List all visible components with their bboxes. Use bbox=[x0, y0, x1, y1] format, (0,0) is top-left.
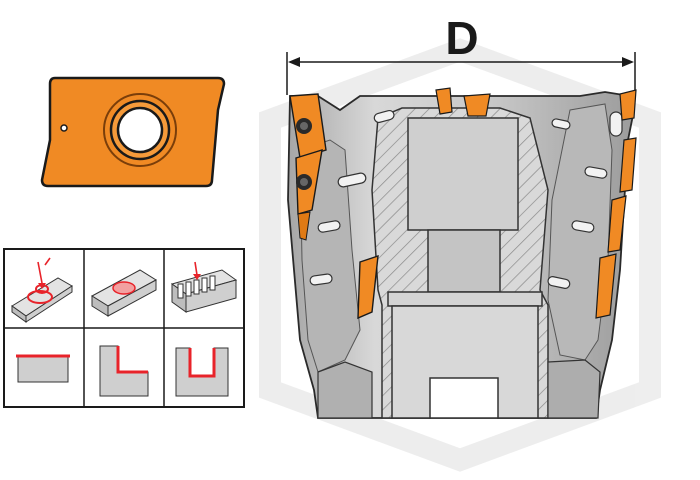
cutter-insert bbox=[595, 89, 637, 319]
insert-index-mark bbox=[60, 124, 68, 132]
shoulder-milling-icon bbox=[99, 345, 149, 397]
insert-illustration bbox=[40, 76, 226, 188]
ramping-drill-icon bbox=[11, 257, 73, 323]
diameter-dimension: D bbox=[286, 12, 636, 95]
coolant-hole bbox=[309, 109, 395, 286]
face-milling-icon bbox=[16, 354, 70, 383]
cutter-insert bbox=[289, 93, 327, 241]
pocket-milling-icon bbox=[91, 269, 157, 317]
slot-milling-icon bbox=[175, 347, 229, 397]
cutter-insert bbox=[357, 87, 491, 320]
plunge-slot-icon bbox=[170, 261, 238, 313]
insert-screw-hole bbox=[103, 93, 177, 167]
operations-grid bbox=[3, 248, 245, 408]
coolant-hole bbox=[547, 111, 623, 289]
diameter-label: D bbox=[445, 12, 478, 64]
cutter-body bbox=[287, 91, 635, 419]
